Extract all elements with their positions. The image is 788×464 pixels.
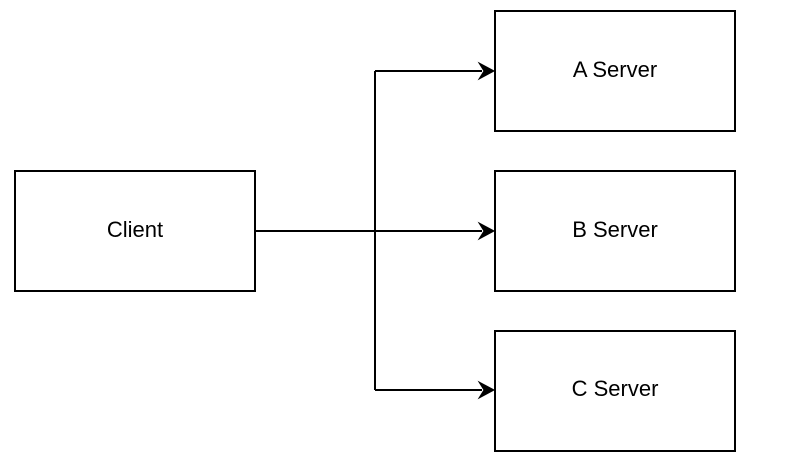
node-server-b-label: B Server <box>572 217 658 242</box>
node-server-a[interactable]: A Server <box>494 10 736 132</box>
node-server-a-label: A Server <box>573 57 657 82</box>
node-client-label: Client <box>107 217 163 242</box>
node-server-a-box <box>494 10 736 132</box>
node-server-c[interactable]: C Server <box>494 330 736 452</box>
arrowhead-b-server <box>477 221 496 241</box>
node-server-c-label: C Server <box>572 376 659 401</box>
edges <box>256 61 496 400</box>
arrowhead-a-server <box>477 61 496 81</box>
node-server-b-box <box>494 170 736 292</box>
node-server-b[interactable]: B Server <box>494 170 736 292</box>
node-server-c-box <box>494 330 736 452</box>
arrowhead-c-server <box>477 380 496 400</box>
node-client[interactable]: Client <box>14 170 256 292</box>
node-client-box <box>14 170 256 292</box>
